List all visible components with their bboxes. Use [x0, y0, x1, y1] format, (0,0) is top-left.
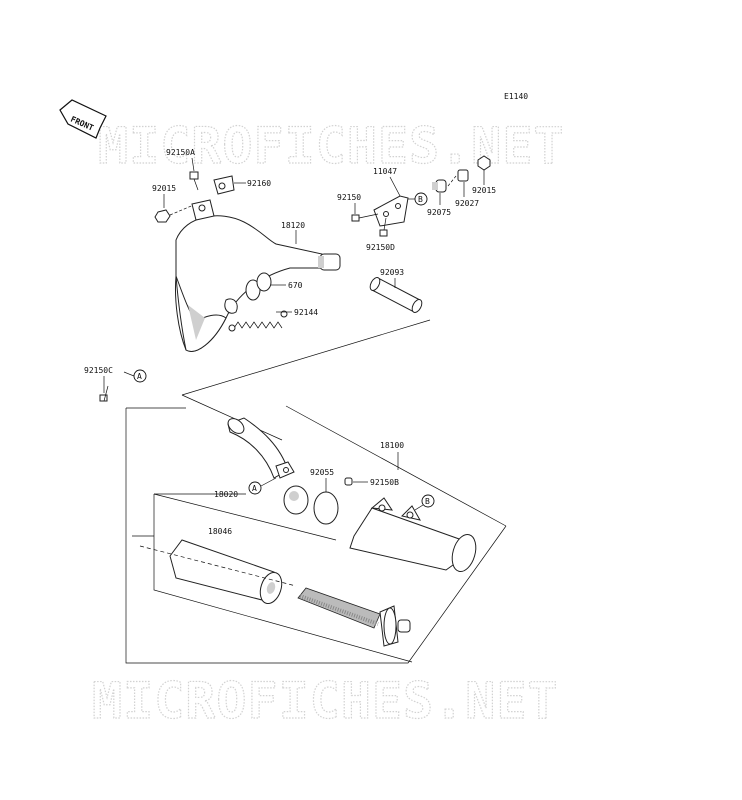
gasket-92055	[313, 491, 339, 525]
collar-92075	[432, 179, 447, 193]
label-92055: 92055	[310, 468, 334, 477]
label-670: 670	[288, 281, 303, 290]
svg-text:A: A	[137, 372, 142, 381]
diagram-code: E1140	[504, 92, 528, 101]
label-11047: 11047	[373, 167, 397, 176]
callout-b-lower: B	[421, 494, 435, 508]
nut-92015-right	[477, 155, 491, 171]
bolt-92150	[351, 213, 379, 222]
bracket-92160	[213, 175, 235, 195]
o-rings-670	[245, 272, 272, 301]
bolt-92150b	[344, 477, 353, 486]
pipe-92093	[369, 277, 423, 313]
front-arrow-icon: FRONT	[59, 99, 107, 139]
label-18100: 18100	[380, 441, 404, 450]
link-pipe	[227, 417, 309, 515]
label-92015-left: 92015	[152, 184, 176, 193]
callout-b-upper: B	[414, 192, 428, 206]
label-18046: 18046	[208, 527, 232, 536]
label-92144: 92144	[294, 308, 318, 317]
label-18020: 18020	[214, 490, 238, 499]
svg-text:B: B	[418, 195, 423, 204]
nut-92015-left	[154, 209, 171, 223]
inner-tube-18046	[169, 539, 283, 605]
washer-92027	[457, 169, 469, 182]
watermark-top: MICROFICHES.NET	[98, 117, 565, 175]
bolt-92150c	[99, 385, 109, 402]
label-92150d: 92150D	[366, 243, 395, 252]
expansion-chamber-18120	[175, 199, 341, 352]
perforated-core	[297, 587, 411, 647]
label-92150a: 92150A	[166, 148, 195, 157]
bracket-11047	[373, 195, 409, 227]
label-92093: 92093	[380, 268, 404, 277]
bolt-92150d	[379, 217, 388, 237]
callout-a-lower: A	[248, 481, 262, 495]
label-92160: 92160	[247, 179, 271, 188]
bolt-92150a	[189, 171, 199, 191]
label-92150c: 92150C	[84, 366, 113, 375]
label-18120: 18120	[281, 221, 305, 230]
silencer-18100	[349, 497, 477, 573]
svg-text:B: B	[425, 497, 430, 506]
label-92150b: 92150B	[370, 478, 399, 487]
label-92027: 92027	[455, 199, 479, 208]
label-92150: 92150	[337, 193, 361, 202]
watermark-bottom: MICROFICHES.NET	[92, 672, 559, 730]
callout-a-left: A	[133, 369, 147, 383]
svg-text:A: A	[252, 484, 257, 493]
label-92015-right: 92015	[472, 186, 496, 195]
label-92075: 92075	[427, 208, 451, 217]
spring-92144	[228, 310, 288, 332]
